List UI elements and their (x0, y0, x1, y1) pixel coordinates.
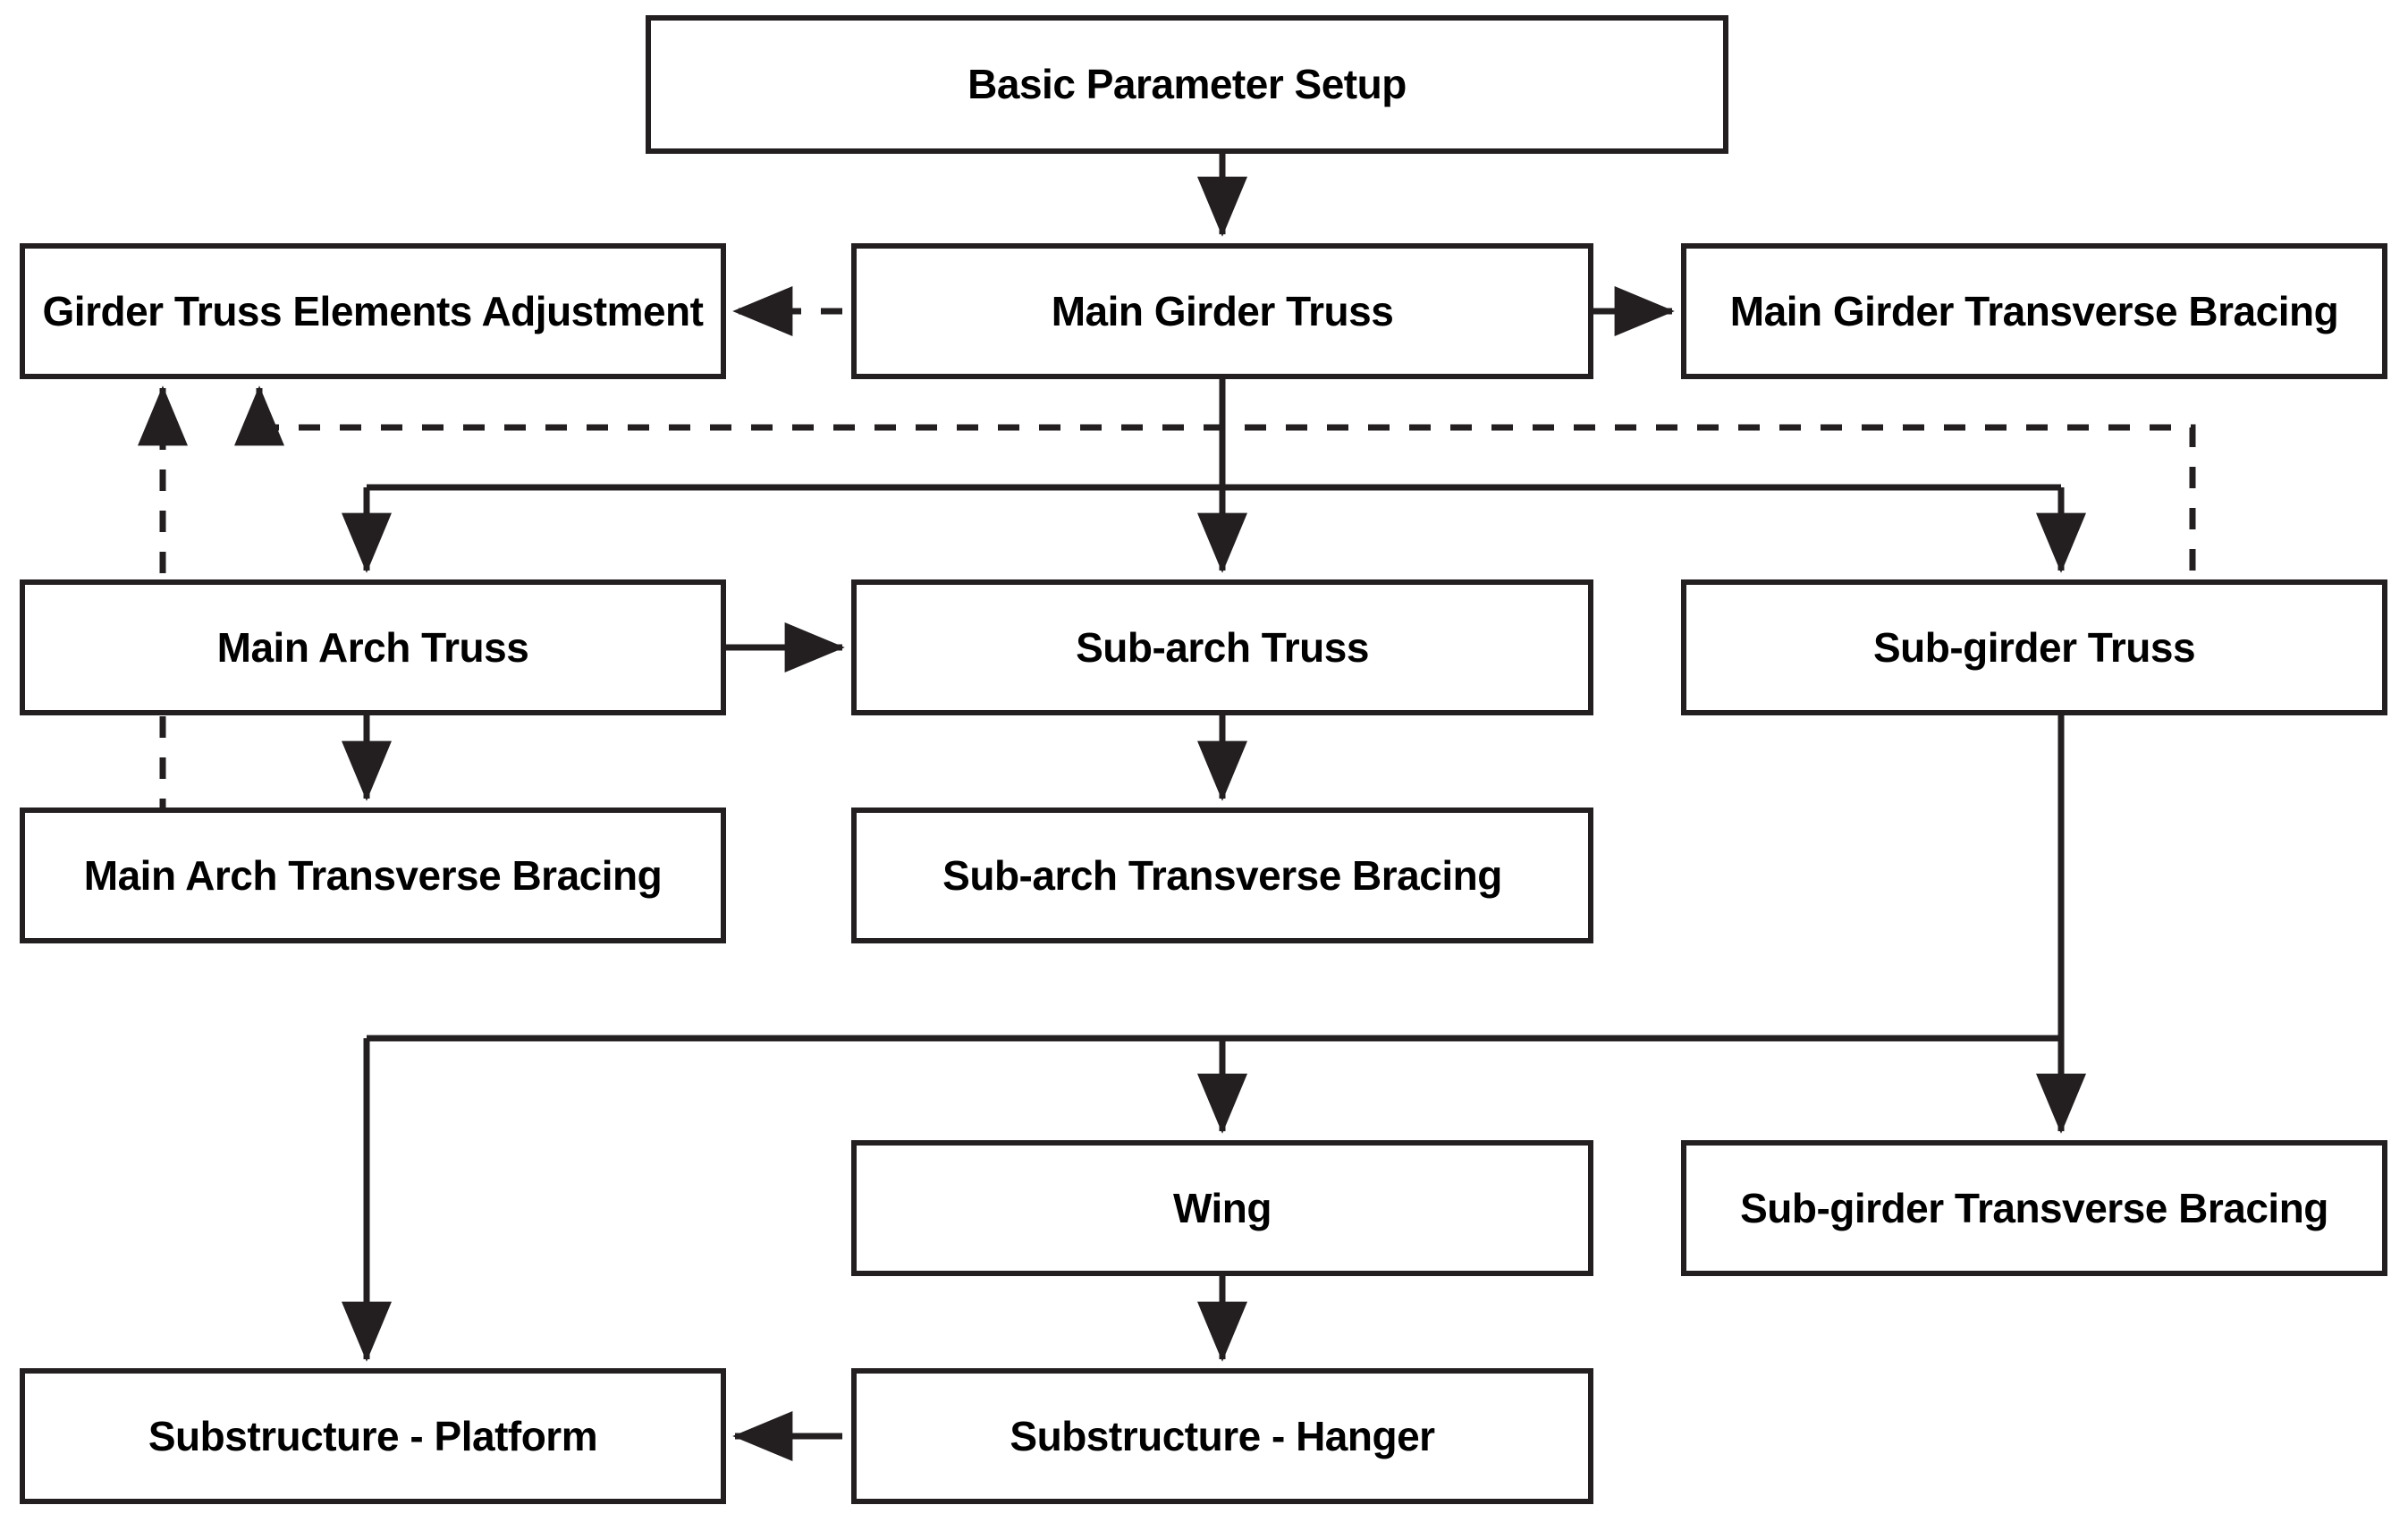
node-sub-girder-transverse-bracing[interactable]: Sub-girder Transverse Bracing (1681, 1140, 2387, 1276)
node-label: Basic Parameter Setup (967, 61, 1407, 108)
node-substructure-platform[interactable]: Substructure - Platform (20, 1368, 726, 1504)
node-label: Substructure - Platform (148, 1412, 598, 1459)
node-label: Sub-girder Truss (1872, 623, 2196, 671)
node-sub-arch-truss[interactable]: Sub-arch Truss (851, 579, 1593, 715)
node-label: Main Girder Truss (1051, 287, 1394, 334)
node-label: Main Arch Truss (216, 623, 529, 671)
node-wing[interactable]: Wing (851, 1140, 1593, 1276)
node-substructure-hanger[interactable]: Substructure - Hanger (851, 1368, 1593, 1504)
node-label: Girder Truss Elements Adjustment (42, 287, 704, 334)
node-sub-girder-truss[interactable]: Sub-girder Truss (1681, 579, 2387, 715)
node-label: Main Arch Transverse Bracing (83, 851, 663, 899)
node-sub-arch-transverse-bracing[interactable]: Sub-arch Transverse Bracing (851, 808, 1593, 943)
node-label: Sub-arch Transverse Bracing (942, 851, 1502, 899)
edge-sub-girder-to-adjustment-dashed (234, 385, 2196, 571)
node-main-girder-truss[interactable]: Main Girder Truss (851, 243, 1593, 379)
node-main-girder-transverse-bracing[interactable]: Main Girder Transverse Bracing (1681, 243, 2387, 379)
node-label: Substructure - Hanger (1010, 1412, 1435, 1459)
node-label: Wing (1173, 1184, 1272, 1231)
node-main-arch-transverse-bracing[interactable]: Main Arch Transverse Bracing (20, 808, 726, 943)
node-basic-parameter-setup[interactable]: Basic Parameter Setup (646, 15, 1728, 154)
node-girder-truss-elements-adjustment[interactable]: Girder Truss Elements Adjustment (20, 243, 726, 379)
node-label: Sub-girder Transverse Bracing (1740, 1184, 2328, 1231)
node-main-arch-truss[interactable]: Main Arch Truss (20, 579, 726, 715)
node-label: Sub-arch Truss (1076, 623, 1369, 671)
node-label: Main Girder Transverse Bracing (1729, 287, 2339, 334)
